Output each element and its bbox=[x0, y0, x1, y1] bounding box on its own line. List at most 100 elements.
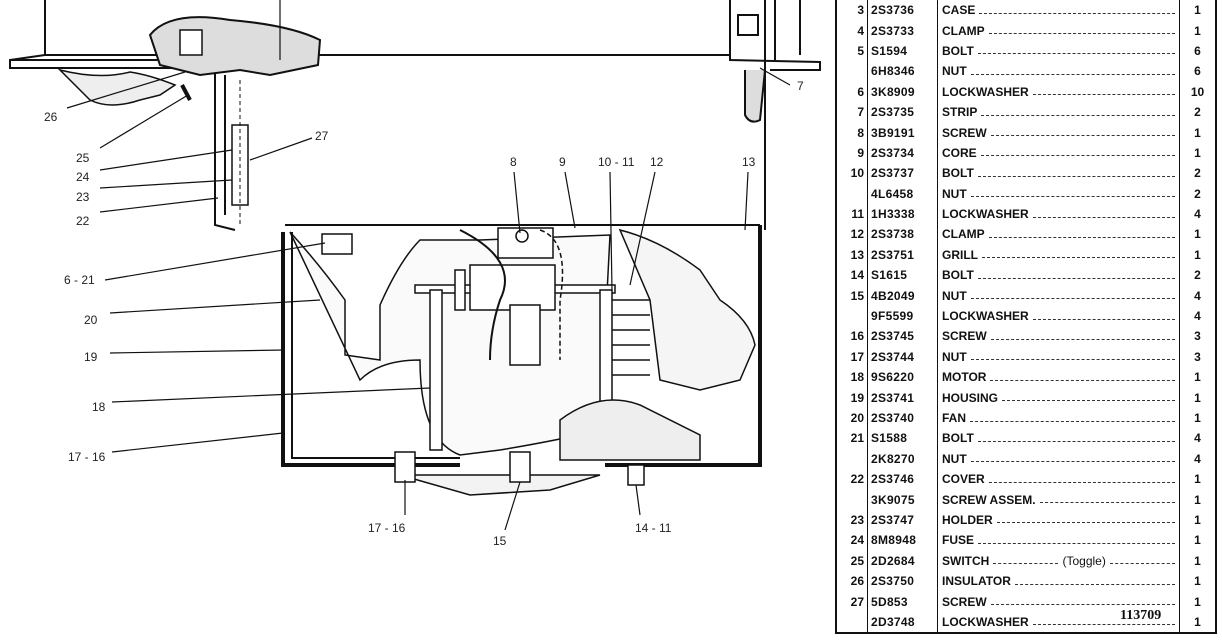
part-number: S1594 bbox=[867, 40, 937, 62]
grill bbox=[618, 228, 756, 391]
part-description-text: BOLT bbox=[942, 268, 974, 283]
part-description: BOLT bbox=[937, 40, 1179, 62]
leader-dashes bbox=[977, 53, 1175, 55]
leader-dashes bbox=[988, 33, 1175, 35]
part-description-text: COVER bbox=[942, 472, 985, 487]
leader-dashes bbox=[1002, 400, 1175, 402]
item-number: 7 bbox=[857, 105, 864, 120]
document-number: 113709 bbox=[1120, 608, 1162, 623]
part-quantity: 4 bbox=[1179, 285, 1215, 306]
part-quantity: 3 bbox=[1179, 346, 1215, 368]
part-description: BOLT bbox=[937, 428, 1179, 449]
item-number: 18 bbox=[850, 370, 864, 385]
item-number: 4 bbox=[857, 23, 864, 38]
part-description-text: STRIP bbox=[942, 105, 978, 120]
part-quantity: 1 bbox=[1179, 509, 1215, 531]
part-number: 2S3746 bbox=[867, 468, 937, 490]
leader-dashes bbox=[1032, 94, 1175, 96]
part-quantity: 4 bbox=[1179, 448, 1215, 469]
part-number: 4L6458 bbox=[867, 183, 937, 204]
part-description: NUT bbox=[937, 61, 1179, 82]
leader-dashes bbox=[970, 196, 1175, 198]
leader-dashes bbox=[970, 73, 1175, 75]
callout-24: 24 bbox=[76, 170, 90, 184]
part-description-text: BOLT bbox=[942, 431, 974, 446]
callout-12: 12 bbox=[650, 155, 664, 169]
part-description: LOCKWASHER bbox=[937, 305, 1179, 327]
part-number: 2S3736 bbox=[867, 0, 937, 21]
part-description-text: HOLDER bbox=[942, 512, 993, 527]
part-number: 3K9075 bbox=[867, 489, 937, 510]
leader-dashes bbox=[977, 440, 1175, 442]
callout-25: 25 bbox=[76, 151, 90, 165]
part-description: HOUSING bbox=[937, 387, 1179, 408]
grill-fins bbox=[610, 299, 650, 376]
part-quantity: 2 bbox=[1179, 163, 1215, 184]
item-number: 5 bbox=[857, 43, 864, 58]
part-quantity: 1 bbox=[1179, 530, 1215, 551]
item-number: 27 bbox=[850, 594, 864, 609]
leader-dashes bbox=[1032, 216, 1175, 218]
item-number: 26 bbox=[850, 574, 864, 589]
part-description-text: FAN bbox=[942, 411, 966, 425]
part-description-text: NUT bbox=[942, 64, 967, 79]
callout-10-11: 10 - 11 bbox=[598, 155, 635, 169]
part-quantity: 2 bbox=[1179, 101, 1215, 123]
part-description-text: SCREW ASSEM. bbox=[942, 492, 1036, 507]
part-quantity: 4 bbox=[1179, 203, 1215, 225]
part-quantity: 1 bbox=[1179, 122, 1215, 143]
part-number: 2S3737 bbox=[867, 163, 937, 184]
item-number: 20 bbox=[850, 411, 864, 425]
part-description: LOCKWASHER bbox=[937, 203, 1179, 225]
part-description-text: CORE bbox=[942, 145, 977, 160]
part-description-text: SCREW bbox=[942, 125, 987, 140]
leader-dashes bbox=[1014, 583, 1175, 585]
leader-dashes bbox=[993, 563, 1059, 565]
leader-dashes bbox=[988, 481, 1175, 483]
part-description-text: LOCKWASHER bbox=[942, 309, 1029, 324]
part-description: CLAMP bbox=[937, 20, 1179, 41]
item-number: 3 bbox=[857, 3, 864, 18]
part-description: CASE bbox=[937, 0, 1179, 21]
callout-9: 9 bbox=[559, 155, 566, 169]
callout-19: 19 bbox=[84, 350, 98, 364]
item-number: 23 bbox=[850, 512, 864, 527]
leader-dashes bbox=[1032, 318, 1175, 320]
leader-dashes bbox=[970, 359, 1175, 361]
part-number: 2S3750 bbox=[867, 570, 937, 592]
callout-18: 18 bbox=[92, 400, 106, 414]
item-number: 11 bbox=[851, 207, 864, 222]
leader-dashes bbox=[981, 114, 1175, 116]
part-number: 2S3738 bbox=[867, 224, 937, 245]
part-description-text: CASE bbox=[942, 3, 976, 18]
part-quantity: 1 bbox=[1179, 570, 1215, 592]
leader-dashes bbox=[990, 379, 1175, 381]
part-description-text: NUT bbox=[942, 288, 967, 303]
part-quantity: 3 bbox=[1179, 326, 1215, 347]
leader-dashes bbox=[977, 277, 1175, 279]
leader-dashes bbox=[1032, 624, 1175, 626]
callout-27: 27 bbox=[315, 129, 329, 143]
leader-dashes bbox=[970, 420, 1175, 422]
callout-17-16-bottom: 17 - 16 bbox=[368, 521, 406, 535]
part-description: SCREW bbox=[937, 591, 1179, 612]
leader-dashes bbox=[980, 155, 1175, 157]
part-quantity: 1 bbox=[1179, 387, 1215, 408]
part-quantity: 1 bbox=[1179, 0, 1215, 21]
leader-dashes bbox=[990, 135, 1175, 137]
part-quantity: 1 bbox=[1179, 550, 1215, 571]
